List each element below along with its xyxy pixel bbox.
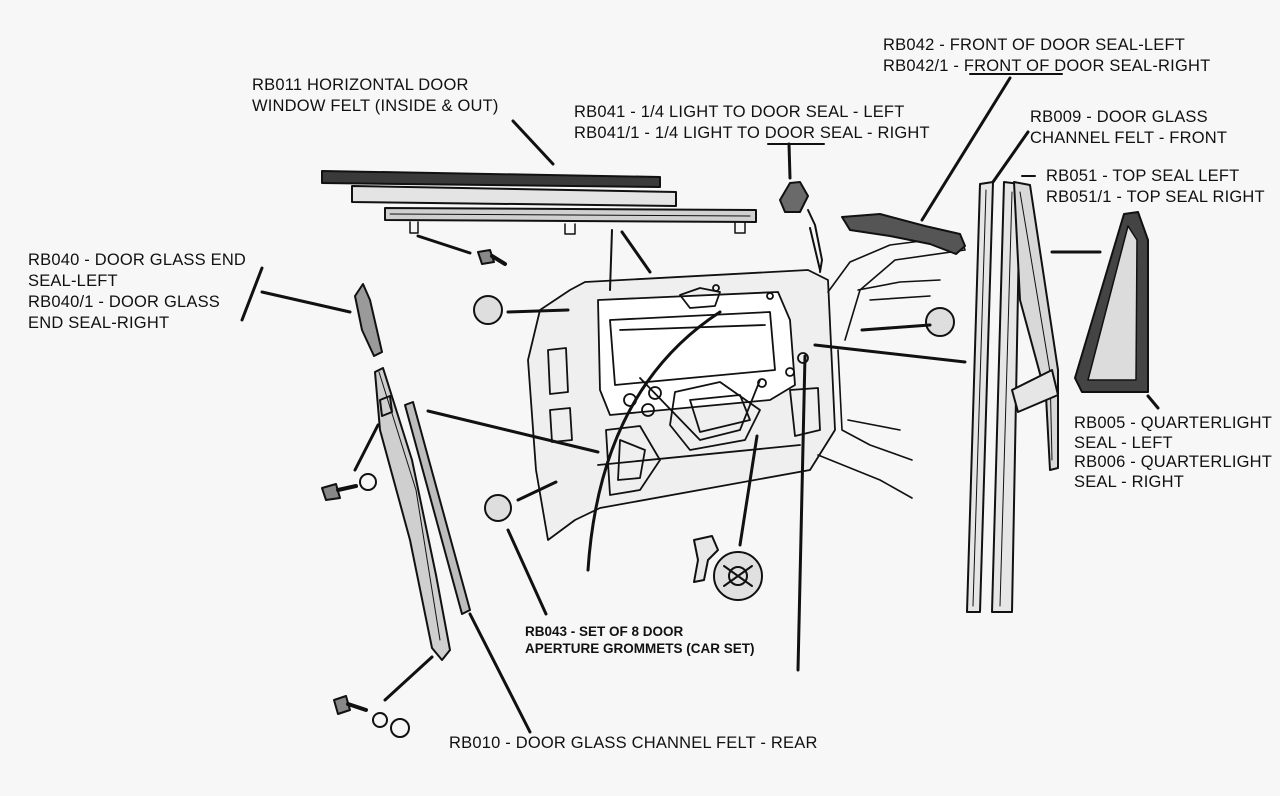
- rb009-line-1: RB009 - DOOR GLASS: [1030, 108, 1208, 126]
- rb042-line-1: RB042 - FRONT OF DOOR SEAL-LEFT: [883, 36, 1186, 54]
- rb005-line-1: RB005 - QUARTERLIGHT: [1074, 414, 1273, 432]
- rb043-line-1: RB043 - SET OF 8 DOOR: [525, 624, 684, 639]
- rb009-line-2: CHANNEL FELT - FRONT: [1030, 129, 1228, 147]
- rb042-line-2: RB042/1 - FRONT OF DOOR SEAL-RIGHT: [883, 57, 1211, 75]
- door-glass-channel-felt-rear: [374, 367, 471, 661]
- quarter-light-door-seal: [779, 181, 809, 213]
- rb005-label: RB005 - QUARTERLIGHT SEAL - LEFT RB006 -…: [1074, 414, 1272, 492]
- rb040-line-3: RB040/1 - DOOR GLASS: [28, 293, 220, 311]
- rb051-line-2: RB051/1 - TOP SEAL RIGHT: [1046, 188, 1265, 206]
- rb005-line-3: RB006 - QUARTERLIGHT: [1074, 453, 1273, 471]
- fixing-screws: [321, 249, 507, 738]
- top-seal: [1011, 181, 1059, 471]
- aperture-grommet: [473, 295, 955, 522]
- rb042-label: RB042 - FRONT OF DOOR SEAL-LEFT RB042/1 …: [883, 35, 1210, 77]
- window-winder-parts: [693, 535, 763, 601]
- rb010-label: RB010 - DOOR GLASS CHANNEL FELT - REAR: [449, 733, 818, 754]
- rb041-line-1: RB041 - 1/4 LIGHT TO DOOR SEAL - LEFT: [574, 103, 905, 121]
- rb043-line-2: APERTURE GROMMETS (CAR SET): [525, 641, 755, 656]
- rb010-line-1: RB010 - DOOR GLASS CHANNEL FELT - REAR: [449, 734, 818, 752]
- rb005-line-2: SEAL - LEFT: [1074, 433, 1173, 452]
- rb011-line-2: WINDOW FELT (INSIDE & OUT): [252, 97, 499, 115]
- rb051-label: RB051 - TOP SEAL LEFT RB051/1 - TOP SEAL…: [1046, 166, 1265, 208]
- rb040-label: RB040 - DOOR GLASS END SEAL-LEFT RB040/1…: [28, 250, 246, 334]
- front-of-door-seal: [841, 213, 966, 255]
- rb011-label: RB011 HORIZONTAL DOOR WINDOW FELT (INSID…: [252, 75, 499, 117]
- door-aperture-body: [817, 235, 966, 499]
- leader-lines: [240, 73, 1160, 734]
- rb009-label: RB009 - DOOR GLASS CHANNEL FELT - FRONT: [1030, 107, 1227, 149]
- rb051-line-1: RB051 - TOP SEAL LEFT: [1046, 167, 1240, 185]
- door-glass-end-seal: [354, 283, 383, 357]
- rb011-line-1: RB011 HORIZONTAL DOOR: [252, 76, 469, 94]
- door-glass-channel-felt-front: [966, 181, 1021, 613]
- rb040-line-2: SEAL-LEFT: [28, 272, 118, 290]
- rb040-line-4: END SEAL-RIGHT: [28, 314, 170, 332]
- rb005-line-4: SEAL - RIGHT: [1074, 472, 1184, 491]
- rb041-line-2: RB041/1 - 1/4 LIGHT TO DOOR SEAL - RIGHT: [574, 124, 930, 142]
- rb043-label: RB043 - SET OF 8 DOOR APERTURE GROMMETS …: [525, 623, 755, 657]
- rb040-line-1: RB040 - DOOR GLASS END: [28, 251, 247, 269]
- door-inner-panel: [527, 269, 836, 541]
- horizontal-window-felt: [321, 170, 757, 235]
- rb041-label: RB041 - 1/4 LIGHT TO DOOR SEAL - LEFT RB…: [574, 102, 930, 144]
